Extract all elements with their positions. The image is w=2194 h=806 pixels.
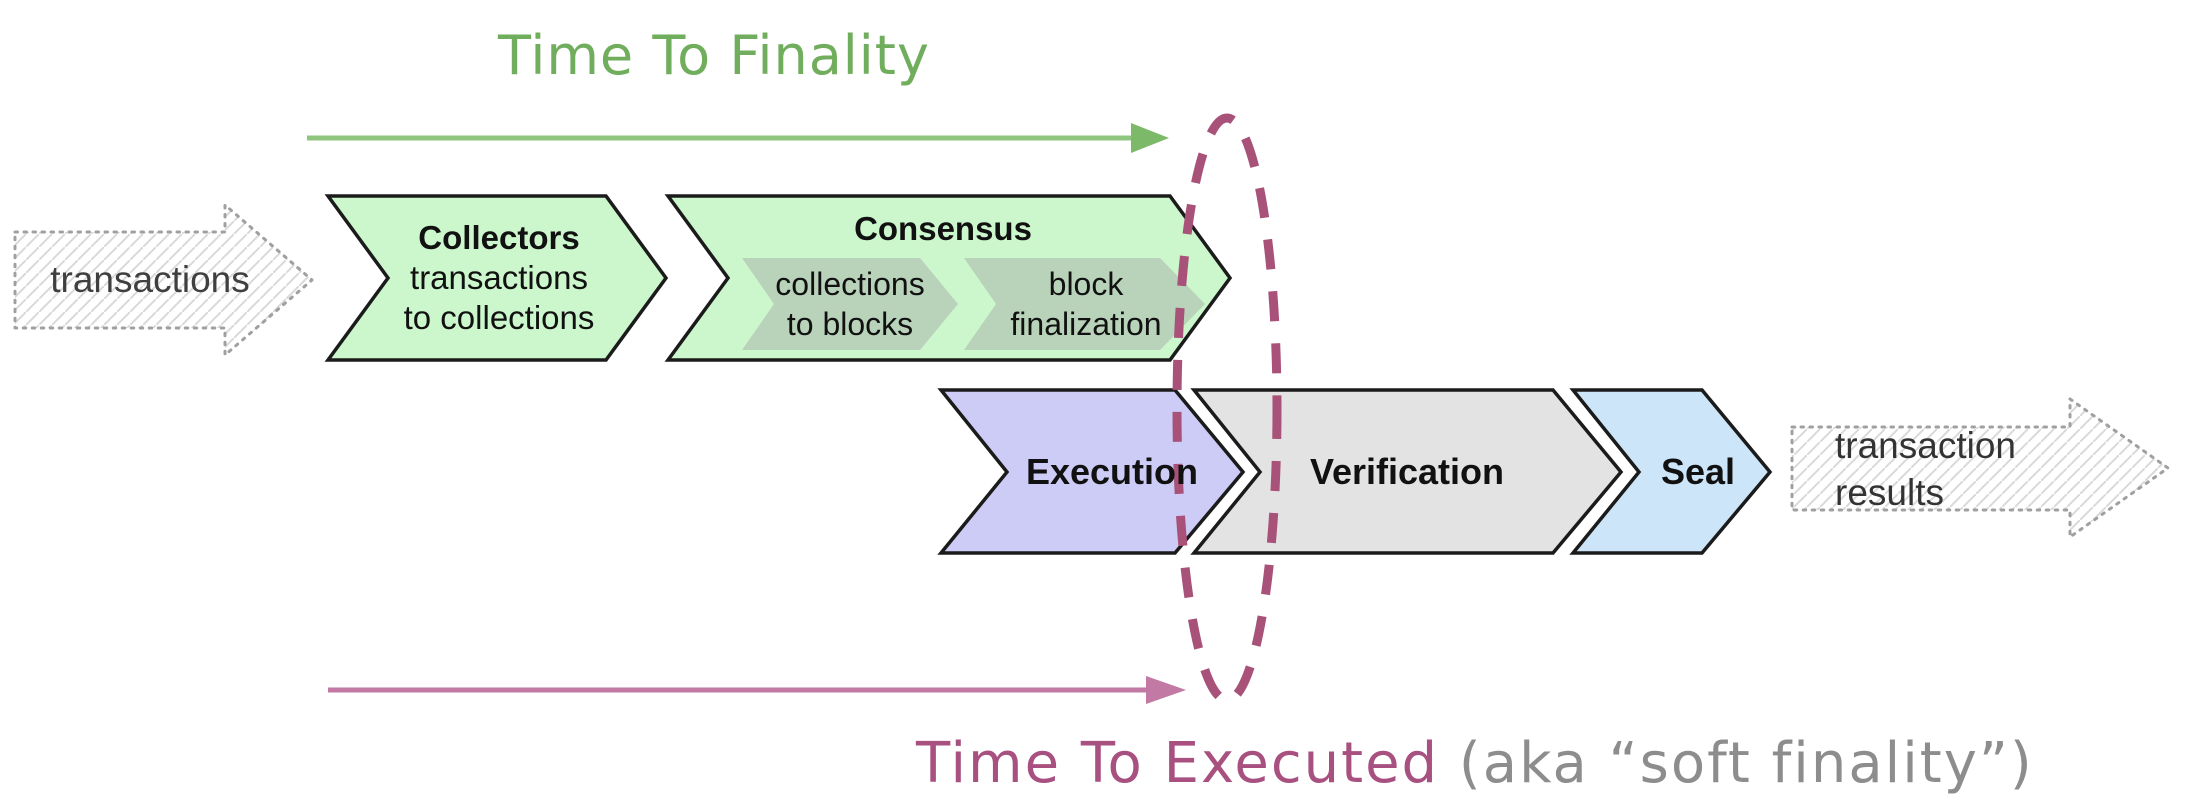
transaction-results-output-arrow-shape [1790,397,2170,539]
collections-to-blocks-label: collections to blocks [775,264,924,344]
transactions-input-arrow-shape [13,203,314,357]
transaction-results-output-label: transaction results [1835,422,2016,516]
verification-name: Verification [1309,451,1505,492]
block-finalization-line1: block [1048,266,1124,302]
time-to-executed-caption: Time To Executed (aka “soft finality”) [916,731,2034,796]
verification-chevron [1190,388,1624,555]
collectors-desc-line1: transactions [410,259,588,296]
seal-name: Seal [1660,451,1736,492]
output-label-line2: results [1835,472,1944,513]
soft-finality-subtitle: (aka “soft finality”) [1458,731,2034,796]
block-finalization-label: block finalization [1010,264,1161,344]
consensus-name: Consensus [854,210,1032,247]
block-finalization-line2: finalization [1010,306,1162,342]
time-to-executed-title: Time To Executed [916,731,1440,796]
collectors-name: Collectors [418,219,580,256]
output-label-line1: transaction [1835,425,2016,466]
execution-name: Execution [1025,451,1199,492]
time-to-executed-arrowhead [1146,676,1186,704]
collectors-label-block: Collectors transactions to collections [404,218,595,338]
collections-to-blocks-subchevron [742,258,958,350]
seal-chevron [1569,388,1773,555]
time-to-finality-arrowhead [1131,123,1169,153]
soft-finality-ellipse [1172,113,1282,705]
collectors-chevron [324,194,669,362]
collections-to-blocks-line1: collections [775,266,925,302]
collections-to-blocks-line2: to blocks [786,306,914,342]
transactions-input-label: transactions [50,259,250,300]
collectors-desc-line2: to collections [403,299,595,336]
block-finalization-subchevron [964,258,1205,350]
time-to-finality-title: Time To Finality [498,24,930,87]
